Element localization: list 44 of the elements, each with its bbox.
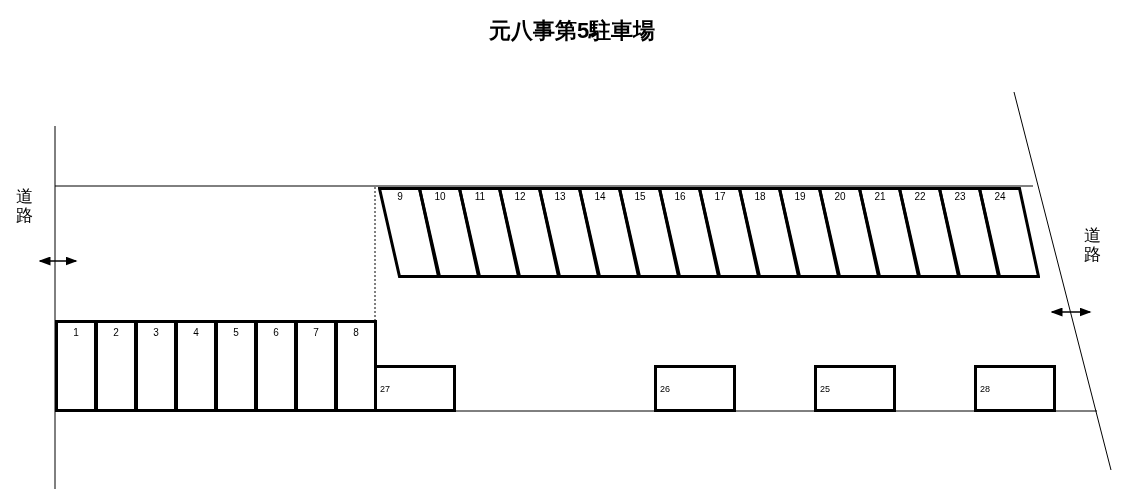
parking-space: [335, 320, 377, 412]
space-number: 7: [312, 328, 320, 338]
space-number: 2: [112, 328, 120, 338]
parking-space: [215, 320, 257, 412]
space-number: 25: [820, 385, 830, 394]
space-number: 20: [833, 192, 847, 202]
space-number: 4: [192, 328, 200, 338]
parking-space: [135, 320, 177, 412]
space-number: 6: [272, 328, 280, 338]
space-number: 19: [793, 192, 807, 202]
space-number: 5: [232, 328, 240, 338]
parking-space: [814, 365, 896, 412]
space-number: 21: [873, 192, 887, 202]
space-number: 15: [633, 192, 647, 202]
parking-space: [55, 320, 97, 412]
space-number: 9: [396, 192, 404, 202]
parking-space: [95, 320, 137, 412]
title: 元八事第5駐車場: [487, 17, 657, 45]
space-number: 12: [513, 192, 527, 202]
parking-space: [978, 187, 1040, 278]
space-number: 14: [593, 192, 607, 202]
parking-space: [295, 320, 337, 412]
parking-space: [974, 365, 1056, 412]
space-number: 3: [152, 328, 160, 338]
space-number: 8: [352, 328, 360, 338]
space-number: 22: [913, 192, 927, 202]
space-number: 17: [713, 192, 727, 202]
space-number: 24: [993, 192, 1007, 202]
road-label: 道路: [16, 188, 33, 226]
space-number: 18: [753, 192, 767, 202]
space-number: 28: [980, 385, 990, 394]
space-number: 11: [473, 192, 487, 202]
space-number: 1: [72, 328, 80, 338]
parking-space: [374, 365, 456, 412]
parking-space: [175, 320, 217, 412]
space-number: 13: [553, 192, 567, 202]
parking-space: [255, 320, 297, 412]
space-number: 27: [380, 385, 390, 394]
parking-space: [654, 365, 736, 412]
space-number: 16: [673, 192, 687, 202]
space-number: 26: [660, 385, 670, 394]
road-label: 道路: [1084, 227, 1101, 265]
space-number: 23: [953, 192, 967, 202]
space-number: 10: [433, 192, 447, 202]
